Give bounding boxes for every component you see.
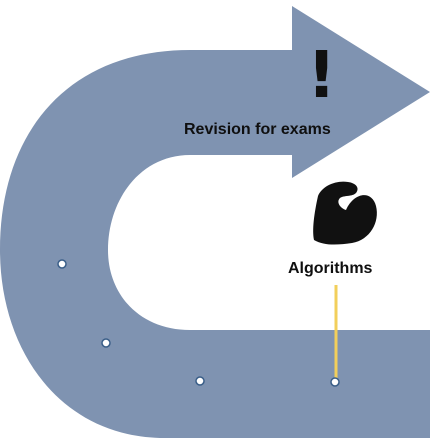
revision-for-exams-label: Revision for exams <box>184 121 331 138</box>
u-turn-arrow-shape <box>0 6 430 438</box>
exclamation-icon: ! <box>307 39 337 113</box>
marker-dot-3 <box>195 376 205 386</box>
marker-dot-1 <box>57 259 67 269</box>
marker-dot-2 <box>101 338 111 348</box>
marker-dot-4 <box>330 377 340 387</box>
algorithms-label: Algorithms <box>288 260 373 277</box>
flexed-biceps-icon <box>313 181 377 245</box>
